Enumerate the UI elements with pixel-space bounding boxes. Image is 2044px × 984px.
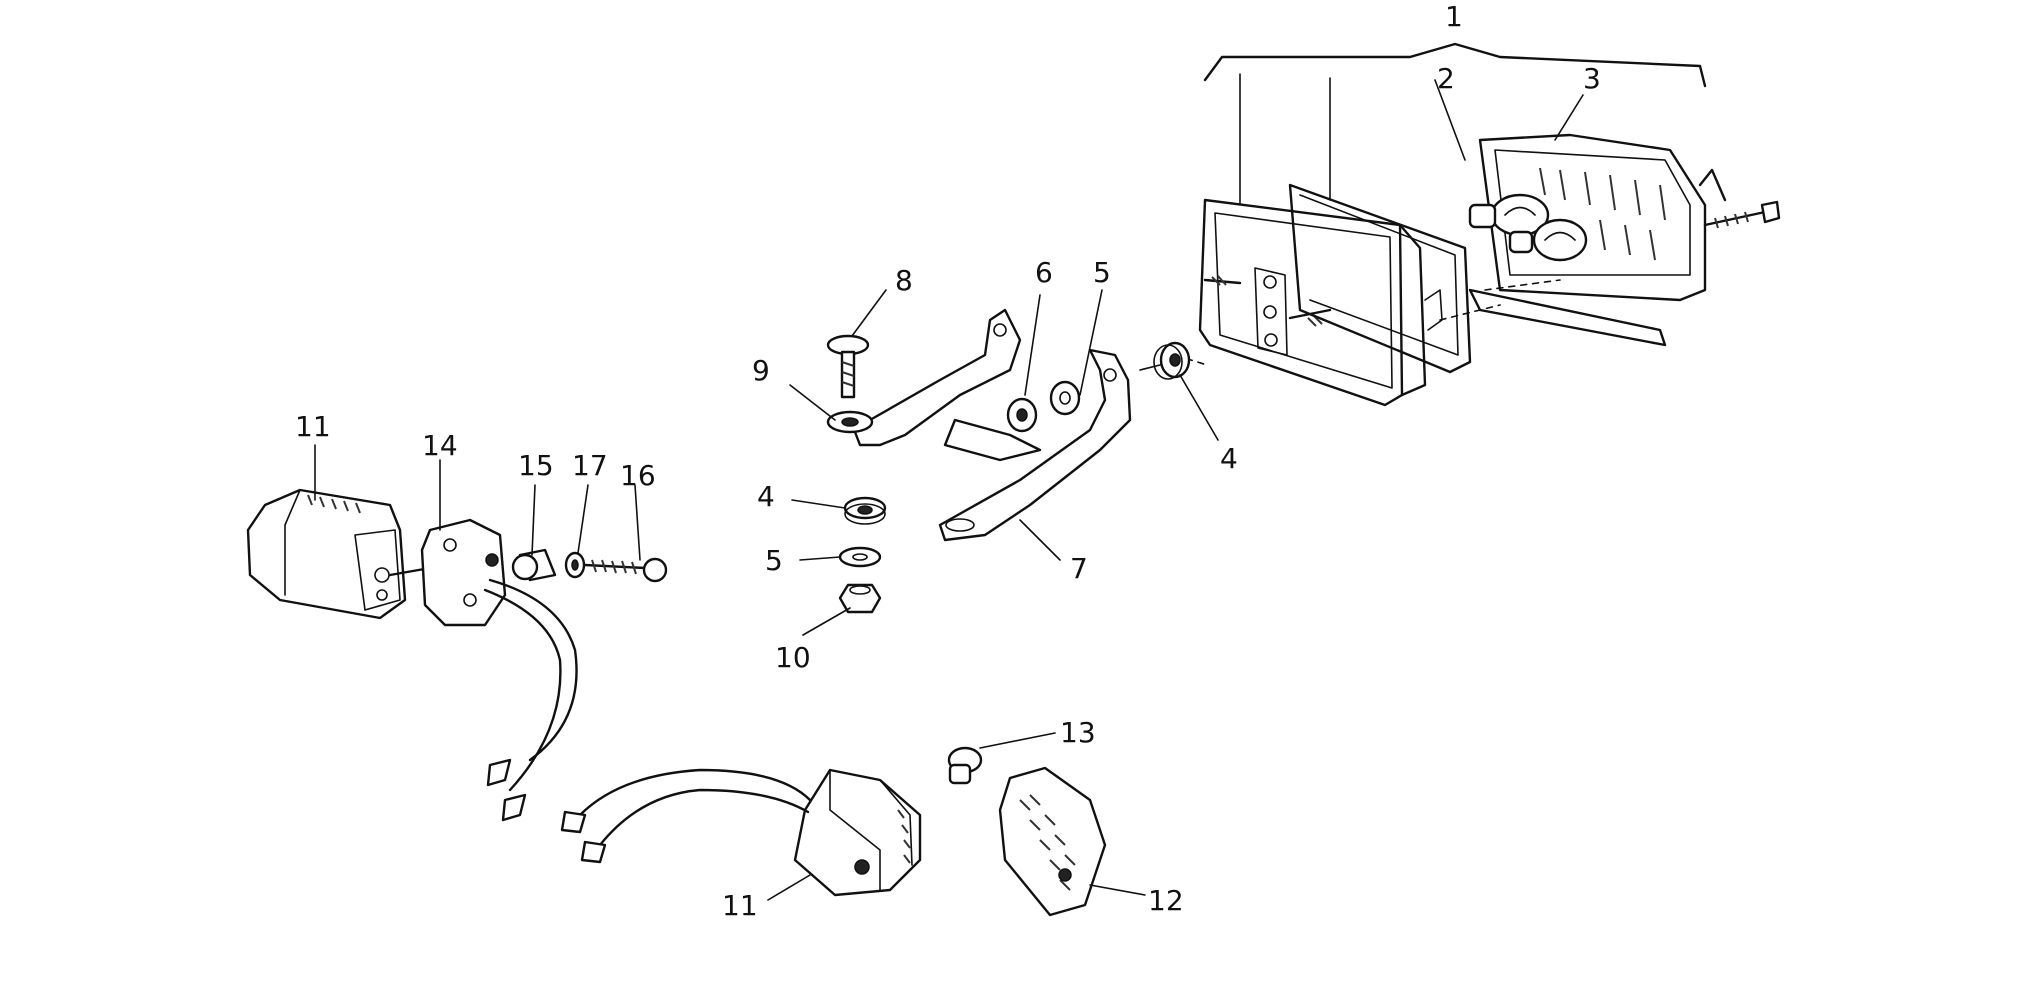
label-6: 6 bbox=[1035, 256, 1053, 289]
bolt-8 bbox=[826, 334, 870, 399]
label-12: 12 bbox=[1148, 884, 1184, 917]
label-11b: 11 bbox=[722, 889, 758, 922]
nut-6 bbox=[1006, 397, 1038, 433]
lens-screw bbox=[1703, 200, 1781, 229]
washer-17 bbox=[564, 551, 586, 579]
turn-signal-11-lower bbox=[793, 768, 922, 897]
washer-4-left bbox=[843, 496, 887, 525]
label-4b: 4 bbox=[757, 480, 775, 513]
bulb-13 bbox=[947, 746, 983, 785]
screw-16 bbox=[583, 557, 668, 583]
label-4a: 4 bbox=[1220, 442, 1238, 475]
label-7: 7 bbox=[1070, 552, 1088, 585]
label-9: 9 bbox=[752, 354, 770, 387]
mounting-bracket-7 bbox=[853, 308, 1132, 542]
callout-labels: 1 2 3 4 4 5 5 6 7 8 9 10 11 11 12 13 14 … bbox=[295, 0, 1601, 922]
washer-5-lower bbox=[838, 546, 882, 568]
nut-10 bbox=[838, 583, 882, 614]
taillight-lens bbox=[1198, 198, 1404, 407]
gasket bbox=[1288, 183, 1472, 397]
label-3: 3 bbox=[1583, 62, 1601, 95]
turn-signal-11-upper bbox=[246, 488, 432, 620]
label-2: 2 bbox=[1437, 62, 1455, 95]
label-16: 16 bbox=[620, 459, 656, 492]
bulb-holder bbox=[1468, 133, 1727, 347]
wire-harness-upper bbox=[483, 578, 578, 822]
grommet-4-right bbox=[1139, 341, 1191, 380]
label-5b: 5 bbox=[765, 544, 783, 577]
label-17: 17 bbox=[572, 449, 608, 482]
bulbs bbox=[1468, 193, 1588, 262]
leader-lines bbox=[314, 79, 1584, 901]
mount-14 bbox=[420, 518, 507, 627]
lens-12 bbox=[998, 766, 1107, 917]
washer-9 bbox=[826, 410, 874, 434]
label-14: 14 bbox=[422, 429, 458, 462]
label-13: 13 bbox=[1060, 716, 1096, 749]
label-11a: 11 bbox=[295, 410, 331, 443]
wire-harness-lower bbox=[560, 768, 812, 864]
label-1: 1 bbox=[1445, 0, 1463, 33]
label-10: 10 bbox=[775, 641, 811, 674]
washer-5-upper bbox=[1049, 380, 1081, 416]
label-5a: 5 bbox=[1093, 256, 1111, 289]
spacer-15 bbox=[511, 548, 557, 582]
label-15: 15 bbox=[518, 449, 554, 482]
label-8: 8 bbox=[895, 264, 913, 297]
